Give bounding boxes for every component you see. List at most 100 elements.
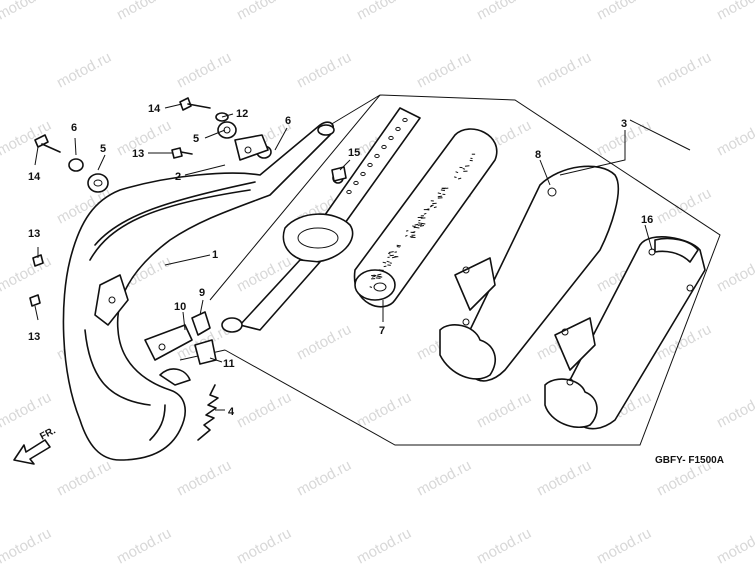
watermark-text: motod.ru [414,49,474,92]
callout-16: 16 [641,214,653,226]
watermark-text: motod.ru [474,0,534,24]
watermark-text: motod.ru [594,0,654,24]
perforation-hole [374,153,380,159]
packing-speckle [414,226,420,229]
watermark-text: motod.ru [714,389,755,432]
watermark-text: motod.ru [294,457,354,500]
packing-speckle [423,212,427,215]
watermark-text: motod.ru [174,457,234,500]
watermark-text: motod.ru [414,457,474,500]
watermark-text: motod.ru [714,117,755,160]
watermark-text: motod.ru [234,525,294,566]
watermark-text: motod.ru [714,525,755,566]
packing-speckle [389,254,394,257]
perforation-hole [360,171,366,177]
packing-speckle [375,277,381,279]
front-label: FR. [38,425,58,442]
packing-speckle [376,275,382,278]
watermark-text: motod.ru [534,49,594,92]
packing-speckle [412,225,416,228]
packing-speckle [412,231,416,233]
muffler-end-assembly [544,236,706,430]
watermark-text: motod.ru [294,49,354,92]
packing-speckle [429,205,433,208]
packing-speckle [383,265,387,268]
callout-13-middle: 13 [28,228,40,240]
callout-5-lower: 5 [100,143,106,155]
packing-speckle [382,261,387,264]
watermark-text: motod.ru [654,185,714,228]
packing-speckle [414,223,419,226]
packing-texture [369,153,476,288]
packing-speckle [417,224,423,226]
callout-1: 1 [212,249,218,261]
callout-numbers: 1 2 3 4 5 5 6 6 7 8 9 10 11 12 13 13 13 … [28,103,653,418]
packing-speckle [420,225,425,227]
packing-speckle [433,206,437,209]
callout-3: 3 [621,118,627,130]
leader-lines [34,103,653,411]
perforation-hole [346,189,352,195]
packing-speckle [457,177,462,180]
watermark-text: motod.ru [474,525,534,566]
perforation-hole [367,162,373,168]
exhaust-spring [197,384,219,441]
packing-speckle [437,192,442,195]
callout-2: 2 [175,171,181,183]
watermark-text: motod.ru [0,0,54,24]
watermark-text: motod.ru [234,0,294,24]
front-direction-indicator: FR. [13,425,58,465]
watermark-text: motod.ru [114,525,174,566]
perforation-hole [402,117,408,123]
watermark-text: motod.ru [234,389,294,432]
watermark-text: motod.ru [0,525,54,566]
perforation-holes [346,117,408,195]
callout-6-left: 6 [71,122,77,134]
packing-speckle [387,252,391,255]
callout-13-top: 13 [132,148,144,160]
packing-speckle [437,195,443,198]
packing-speckle [396,244,401,247]
packing-speckle [387,264,391,266]
perforation-hole [388,135,394,141]
watermark-text: motod.ru [594,525,654,566]
packing-speckle [386,260,390,263]
packing-speckle [371,275,376,278]
packing-speckle [396,246,400,248]
perforation-hole [381,144,387,150]
packing-speckle [377,273,382,276]
watermark-text: motod.ru [0,253,54,296]
watermark-text: motod.ru [654,49,714,92]
watermark-text: motod.ru [354,389,414,432]
watermark-text: motod.ru [294,321,354,364]
callout-4: 4 [228,406,235,418]
perforation-hole [353,180,359,186]
watermark-text: motod.ru [54,49,114,92]
packing-speckle [455,171,459,174]
callout-12: 12 [236,108,248,120]
watermark-text: motod.ru [0,389,54,432]
callout-11: 11 [223,358,235,370]
muffler-packing [353,128,498,308]
watermark-text: motod.ru [474,389,534,432]
packing-speckle [440,189,445,192]
watermark-text: motod.ru [714,253,755,296]
packing-speckle [405,234,408,237]
packing-speckle [388,251,394,253]
muffler-shell [439,165,620,382]
callout-9: 9 [199,287,205,299]
watermark-text: motod.ru [354,0,414,24]
packing-speckle [420,222,426,225]
packing-speckle [462,168,466,170]
reference-code: GBFY- F1500A [655,455,724,466]
callout-14-top: 14 [148,103,161,115]
callout-8: 8 [535,149,541,161]
packing-speckle [405,230,409,232]
callout-15: 15 [348,147,360,159]
packing-speckle [418,219,421,222]
callout-6-right: 6 [285,115,291,127]
callout-7: 7 [379,325,385,337]
exhaust-pipe [62,121,335,461]
callout-10: 10 [174,301,186,313]
